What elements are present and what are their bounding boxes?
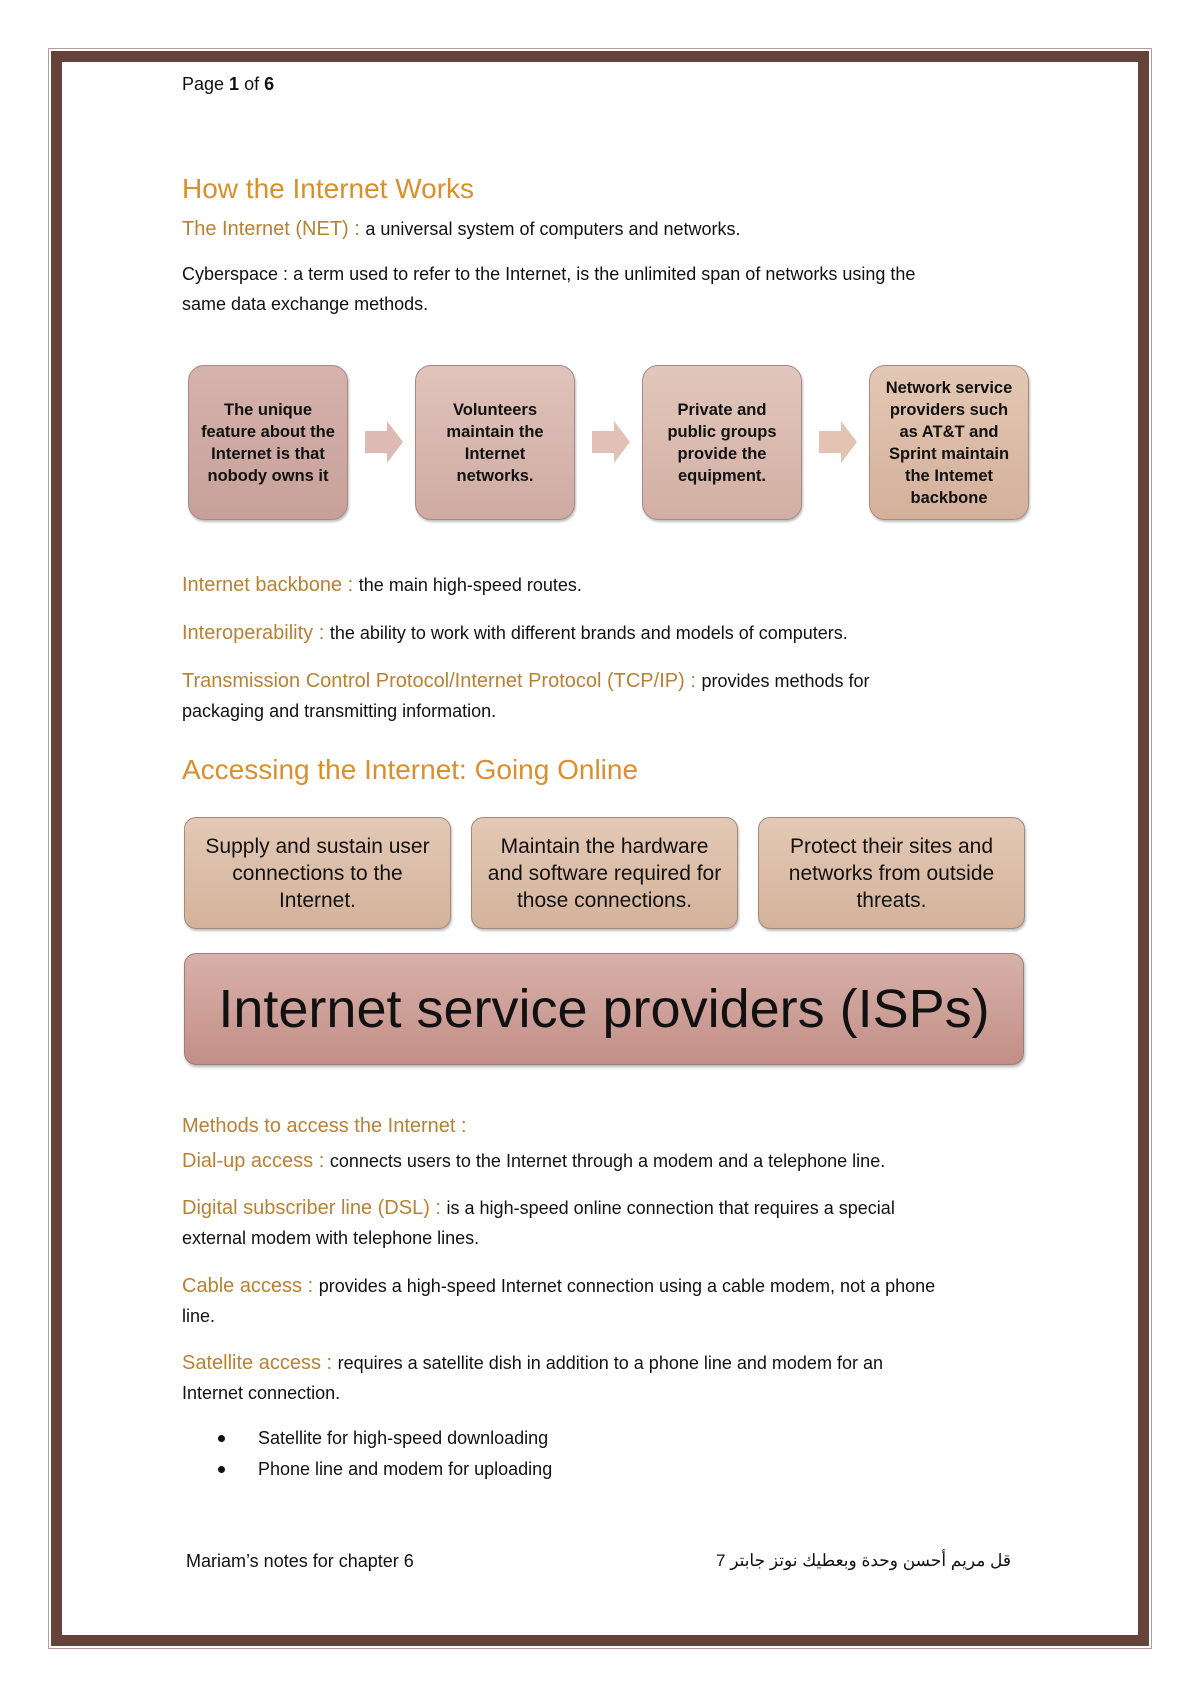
definition-interoperability: Interoperability : the ability to work w…	[182, 618, 848, 648]
definition-text: connects users to the Internet through a…	[329, 1151, 886, 1171]
definition-tcpip: Transmission Control Protocol/Internet P…	[182, 666, 870, 696]
isp-role-3: Protect their sites and networks from ou…	[758, 817, 1025, 929]
footer-left: Mariam’s notes for chapter 6	[186, 1551, 414, 1571]
method-cable-cont: line.	[182, 1306, 216, 1326]
term-label: Digital subscriber line (DSL) :	[182, 1197, 447, 1219]
page-border	[51, 51, 1149, 1646]
definition-text: a universal system of computers and netw…	[365, 219, 741, 239]
definition-text: the main high-speed routes.	[358, 575, 582, 595]
term-label: Cyberspace :	[182, 264, 294, 284]
method-dialup: Dial-up access : connects users to the I…	[182, 1146, 885, 1176]
definition-backbone: Internet backbone : the main high-speed …	[182, 570, 582, 600]
term-label: Interoperability :	[182, 622, 330, 644]
definition-text: provides a high-speed Internet connectio…	[318, 1276, 936, 1296]
method-satellite: Satellite access : requires a satellite …	[182, 1348, 883, 1378]
isp-role-1: Supply and sustain user connections to t…	[184, 817, 451, 929]
definition-internet: The Internet (NET) : a universal system …	[182, 214, 741, 244]
term-label: Dial-up access :	[182, 1150, 330, 1172]
bullet-icon	[218, 1435, 225, 1442]
heading-methods: Methods to access the Internet :	[182, 1115, 467, 1137]
bullet-icon	[218, 1466, 225, 1473]
page-number-header: Page 1 of 6	[182, 74, 275, 94]
list-item: Phone line and modem for uploading	[218, 1454, 552, 1485]
term-label: Satellite access :	[182, 1352, 338, 1374]
heading-how-internet-works: How the Internet Works	[182, 173, 475, 204]
arrow-right-icon	[819, 421, 857, 463]
definition-cyberspace-cont: same data exchange methods.	[182, 294, 429, 314]
arrow-right-icon	[592, 421, 630, 463]
process-step-1: The unique feature about the Internet is…	[188, 365, 348, 520]
term-label: Internet backbone :	[182, 574, 359, 596]
heading-accessing-internet: Accessing the Internet: Going Online	[182, 754, 639, 785]
definition-text: provides methods for	[701, 671, 870, 691]
isp-main-label: Internet service providers (ISPs)	[184, 953, 1024, 1065]
term-label: Transmission Control Protocol/Internet P…	[182, 670, 702, 692]
definition-text: is a high-speed online connection that r…	[446, 1198, 895, 1218]
term-label: The Internet (NET) :	[182, 218, 366, 240]
term-label: Cable access :	[182, 1275, 319, 1297]
method-satellite-cont: Internet connection.	[182, 1383, 341, 1403]
process-step-2: Volunteers maintain the Internet network…	[415, 365, 575, 520]
footer-right: قل مريم أحسن وحدة وبعطيك نوتز جابتر 7	[716, 1551, 1012, 1570]
method-dsl: Digital subscriber line (DSL) : is a hig…	[182, 1193, 895, 1223]
isp-role-2: Maintain the hardware and software requi…	[471, 817, 738, 929]
satellite-bullet-list: Satellite for high-speed downloading Pho…	[218, 1423, 552, 1485]
definition-cyberspace: Cyberspace : a term used to refer to the…	[182, 259, 915, 289]
process-step-4: Network service providers such as AT&T a…	[869, 365, 1029, 520]
page-border-outer	[48, 48, 1152, 1649]
definition-text: the ability to work with different brand…	[329, 623, 848, 643]
definition-text: a term used to refer to the Internet, is…	[293, 264, 916, 284]
definition-tcpip-cont: packaging and transmitting information.	[182, 701, 497, 721]
definition-text: requires a satellite dish in addition to…	[337, 1353, 883, 1373]
method-dsl-cont: external modem with telephone lines.	[182, 1228, 480, 1248]
arrow-right-icon	[365, 421, 403, 463]
list-item: Satellite for high-speed downloading	[218, 1423, 552, 1454]
method-cable: Cable access : provides a high-speed Int…	[182, 1271, 935, 1301]
process-step-3: Private and public groups provide the eq…	[642, 365, 802, 520]
